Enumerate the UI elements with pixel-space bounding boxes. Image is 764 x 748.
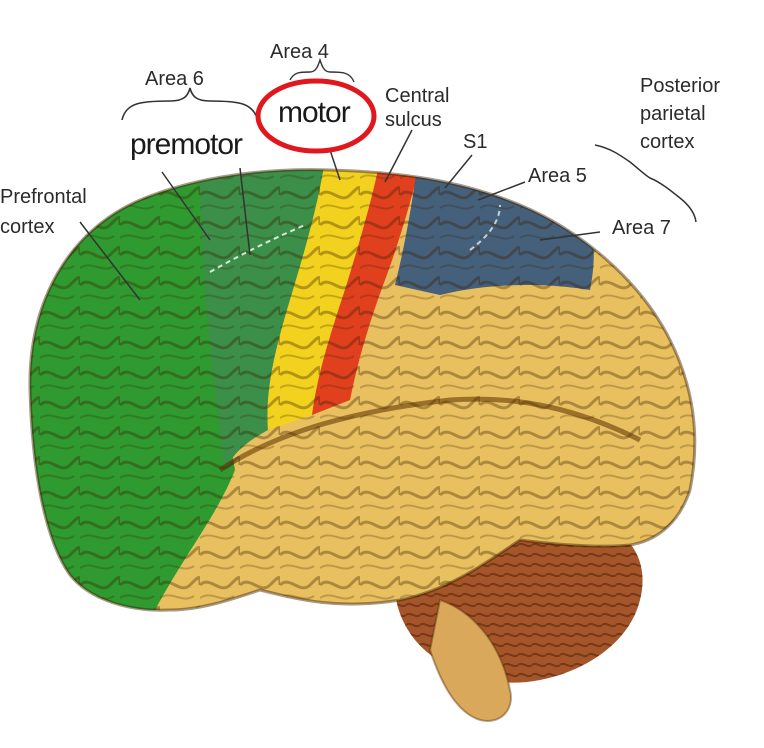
posterior-parietal-line-2: parietal <box>640 103 706 125</box>
area5-label: Area 5 <box>528 165 587 187</box>
central-sulcus-leader <box>384 129 413 183</box>
area7-leader <box>539 231 601 241</box>
prefrontal-line-2: cortex <box>0 216 55 238</box>
area7-label: Area 7 <box>612 217 671 239</box>
s1-label: S1 <box>463 131 488 153</box>
area6-label: Area 6 <box>145 68 204 90</box>
area6-bracket <box>121 87 259 121</box>
area4-label: Area 4 <box>270 41 329 63</box>
s1-leader <box>444 154 473 189</box>
premotor-leader-1 <box>161 171 211 241</box>
motor-highlight-circle <box>255 78 377 154</box>
motor-label: motor <box>278 96 351 129</box>
posterior-parietal-bracket <box>594 144 697 223</box>
premotor-label: premotor <box>130 128 243 161</box>
central-sulcus-label: Central sulcus <box>385 84 449 132</box>
parietal-boundary <box>469 204 501 251</box>
motor-leader <box>329 149 341 181</box>
central-sulcus-line-1: Central <box>385 85 450 107</box>
premotor-boundary <box>209 224 306 273</box>
lateral-fissure <box>218 396 642 473</box>
posterior-parietal-line-1: Posterior <box>640 75 721 97</box>
prefrontal-leader <box>79 221 141 301</box>
prefrontal-line-1: Prefrontal <box>0 186 87 208</box>
prefrontal-label: Prefrontal cortex <box>0 182 87 242</box>
posterior-parietal-label: Posterior parietal cortex <box>640 72 720 156</box>
area5-leader <box>477 181 526 201</box>
central-sulcus-line-2: sulcus <box>385 109 442 131</box>
posterior-parietal-line-3: cortex <box>640 131 695 153</box>
premotor-leader-2 <box>239 167 251 256</box>
cortex-outline <box>28 168 697 612</box>
area4-bracket <box>289 57 355 83</box>
brainstem <box>428 598 512 722</box>
